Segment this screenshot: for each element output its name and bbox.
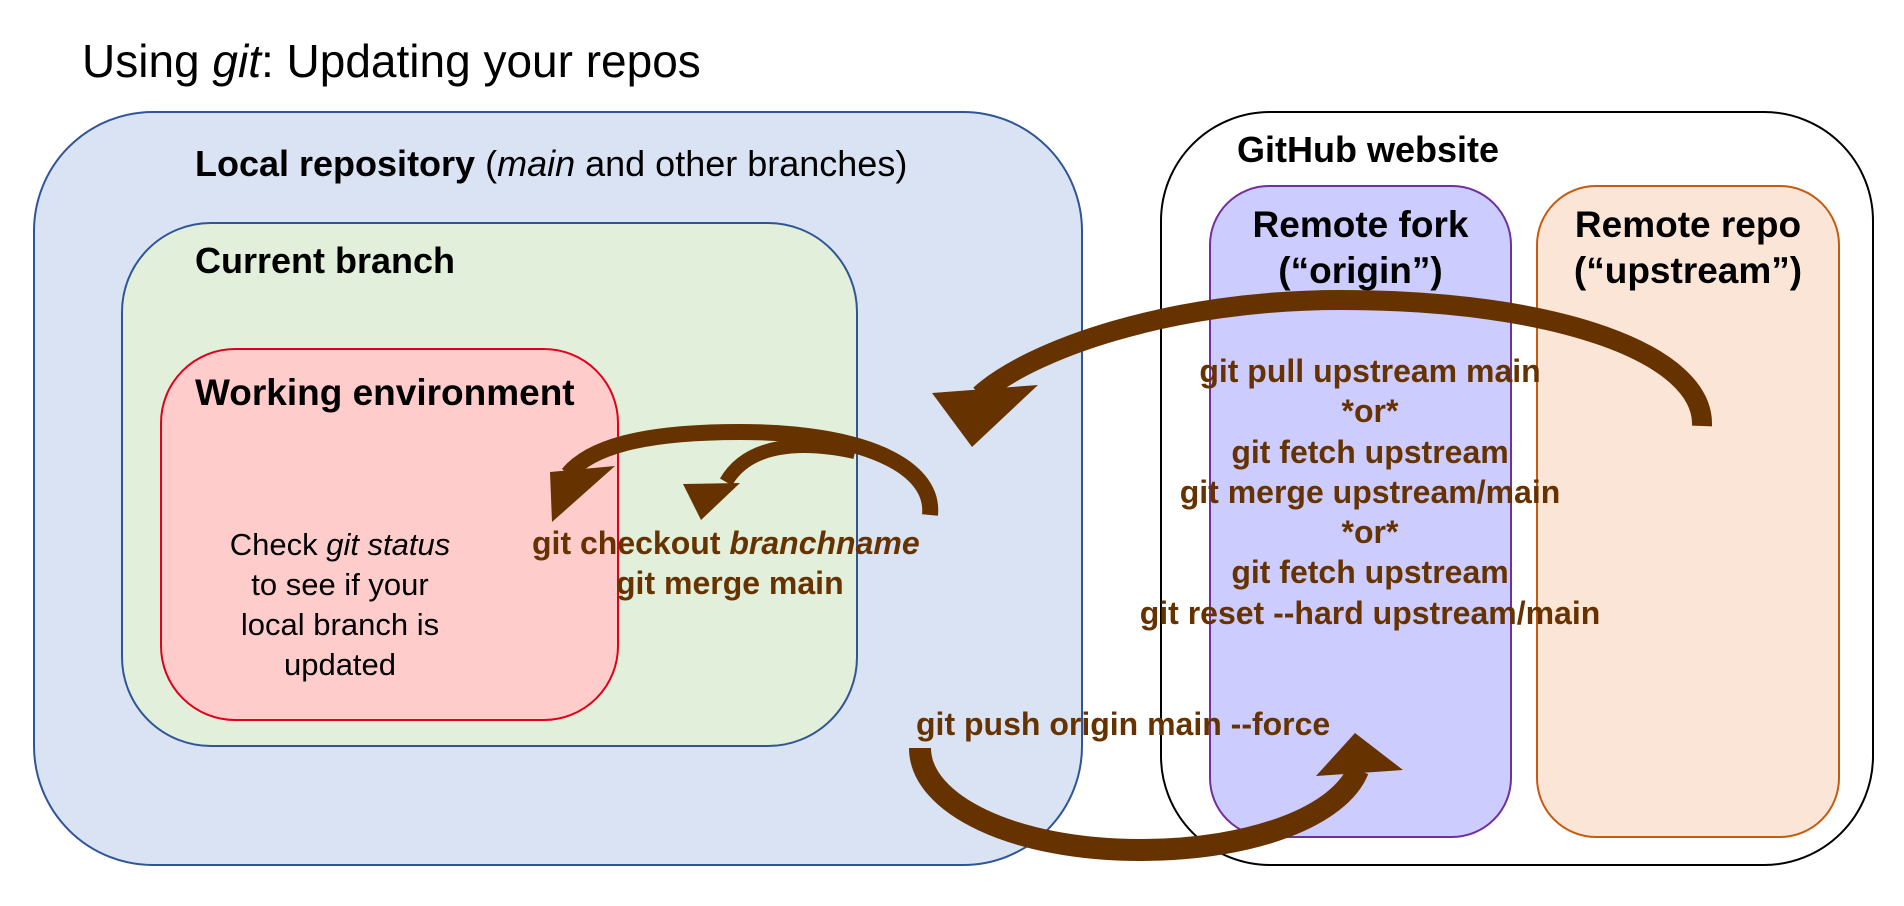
push-origin-arrow — [909, 747, 1369, 862]
push-command: git push origin main --force — [916, 706, 1331, 742]
merge-main-arrowhead — [683, 483, 740, 520]
pull-upstream-arrow — [973, 289, 1713, 427]
merge-main-arrow — [719, 438, 857, 486]
checkout-arrow — [561, 423, 939, 516]
merge-main-command: git merge main — [616, 565, 844, 601]
pull-command-line: git pull upstream main — [1199, 353, 1541, 389]
current-branch-label: Current branch — [195, 240, 456, 281]
pull-command-line: *or* — [1341, 514, 1399, 551]
push-origin-arrowhead — [1316, 733, 1403, 776]
remote-fork-label: Remote fork (“origin”) — [1252, 204, 1469, 291]
local-repository-label: Local repository (main and other branche… — [195, 143, 908, 184]
pull-commands: git pull upstream main *or* git fetch up… — [1110, 351, 1630, 633]
github-website-label: GitHub website — [1237, 129, 1500, 170]
remote-repo-box — [1536, 185, 1840, 838]
working-environment-label: Working environment — [195, 372, 575, 413]
pull-command-line: git reset --hard upstream/main — [1139, 594, 1601, 631]
pull-command-line: git merge upstream/main — [1179, 473, 1561, 510]
pull-upstream-arrowhead — [932, 385, 1038, 447]
git-status-note: Check git status to see if your local br… — [229, 527, 451, 682]
remote-repo-label: Remote repo (“upstream”) — [1573, 204, 1803, 291]
checkout-command: git checkout branchname — [532, 525, 920, 561]
pull-command-line: git fetch upstream — [1231, 433, 1509, 470]
checkout-arrowhead — [550, 466, 615, 522]
working-environment-box — [160, 348, 619, 721]
pull-command-line: *or* — [1341, 393, 1399, 430]
page-title: Using git: Updating your repos — [82, 35, 701, 87]
pull-command-line: git fetch upstream — [1231, 554, 1509, 591]
